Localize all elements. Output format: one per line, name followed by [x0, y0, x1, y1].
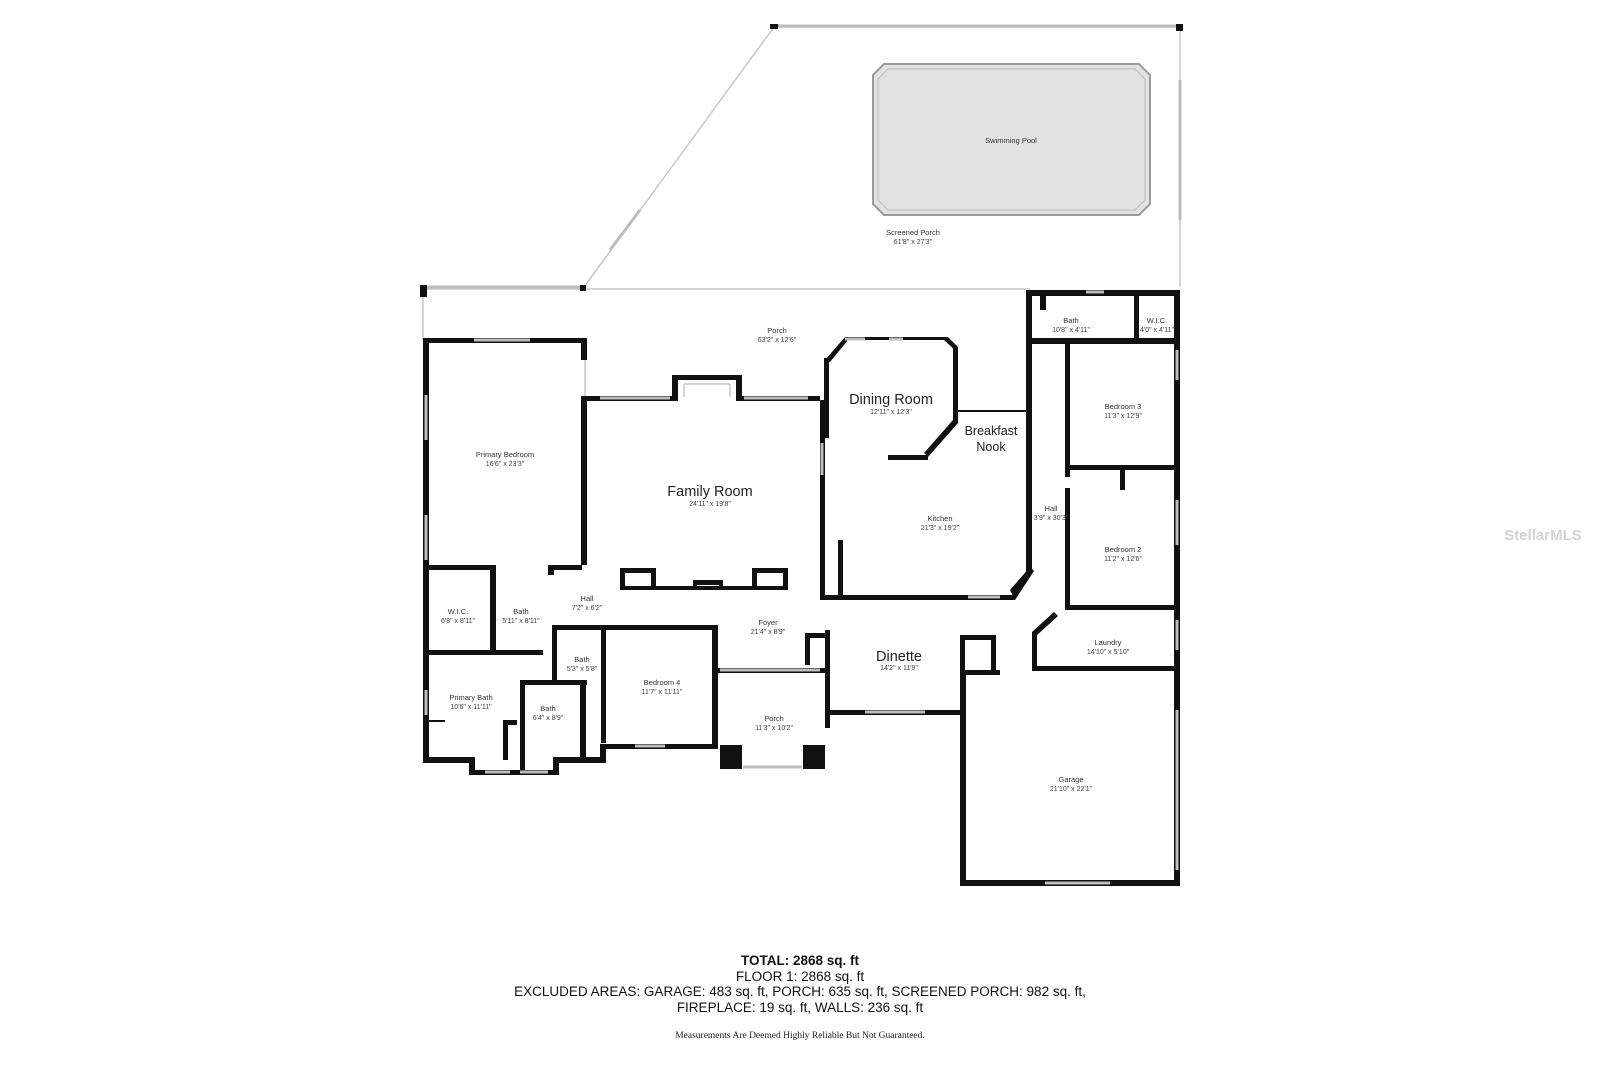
room-name: Bedroom 3 [1105, 402, 1142, 411]
windows [424, 290, 1179, 885]
room-name: Porch [764, 714, 784, 723]
room-dimensions: 14'2" x 11'9" [880, 665, 918, 672]
room-name: Porch [767, 326, 787, 335]
room-name: Hall [581, 594, 594, 603]
room-dimensions: 63'2" x 12'6" [758, 337, 797, 344]
room-name: Primary Bedroom [476, 450, 534, 459]
room-dimensions: 11'7" x 11'11" [642, 689, 683, 696]
room-dimensions: 6'8" x 8'11" [441, 618, 475, 625]
room-dimensions: 14'10" x 5'10" [1087, 649, 1130, 656]
room-dimensions: 5'3" x 5'8" [567, 666, 598, 673]
excluded-areas: EXCLUDED AREAS: GARAGE: 483 sq. ft, PORC… [514, 984, 1086, 999]
room-name: Family Room [667, 484, 752, 500]
rear-porch-outline [420, 285, 1030, 398]
screened-porch-enclosure [583, 24, 1183, 288]
room-dimensions: 21'3" x 19'2" [921, 525, 960, 532]
room-dimensions: 24'11" x 19'8" [689, 501, 731, 508]
room-dimensions: 11'3" x 10'2" [755, 725, 793, 732]
room-dimensions: 61'8" x 27'3" [894, 239, 933, 246]
room-name: Kitchen [927, 514, 952, 523]
floor-area: FLOOR 1: 2868 sq. ft [735, 968, 865, 984]
room-dimensions: 12'11" x 12'3" [870, 409, 912, 416]
room-name: Primary Bath [449, 693, 492, 702]
room-name: Foyer [758, 618, 778, 627]
total-area: TOTAL: 2868 sq. ft [740, 953, 860, 968]
room-name: Bath [574, 655, 589, 664]
room-name: Hall [1045, 504, 1058, 513]
room-dimensions: 7'2" x 6'2" [572, 605, 603, 612]
room-name: Dining Room [849, 392, 933, 408]
room-dimensions: 5'11" x 8'11" [502, 618, 540, 625]
room-name: Laundry [1094, 638, 1121, 647]
room-dimensions: 21'10" x 22'1" [1050, 786, 1093, 793]
room-name: Bath [1063, 316, 1078, 325]
room-dimensions: 10'6" x 11'11" [450, 704, 492, 711]
room-name: Bath [540, 704, 555, 713]
room-dimensions: 21'4" x 8'9" [751, 629, 786, 636]
walls [423, 290, 1180, 886]
room-name: Nook [976, 440, 1006, 454]
area-summary: TOTAL: 2868 sq. ft FLOOR 1: 2868 sq. ft … [0, 953, 1600, 1015]
room-dimensions: 11'3" x 12'9" [1104, 413, 1142, 420]
watermark: StellarMLS [1504, 527, 1582, 544]
room-dimensions: 3'9" x 30'3" [1034, 515, 1069, 522]
excluded-areas-cont: FIREPLACE: 19 sq. ft, WALLS: 236 sq. ft [676, 999, 924, 1015]
room-name: Bedroom 2 [1105, 545, 1142, 554]
room-dimensions: 16'6" x 23'3" [486, 461, 525, 468]
room-name: Bath [513, 607, 528, 616]
room-name: Bedroom 4 [644, 678, 681, 687]
room-name: Swimming Pool [985, 136, 1037, 145]
room-dimensions: 6'4" x 8'9" [533, 715, 564, 722]
room-name: Garage [1058, 775, 1083, 784]
room-name: Dinette [876, 649, 922, 665]
room-name: W.I.C. [448, 607, 468, 616]
room-dimensions: 4'0" x 4'11" [1140, 327, 1174, 334]
room-name: W.I.C. [1147, 316, 1167, 325]
room-dimensions: 10'8" x 4'11" [1052, 327, 1090, 334]
room-labels: Swimming Pool Screened Porch 61'8" x 27'… [441, 136, 1174, 793]
room-name: Breakfast [965, 424, 1018, 438]
swimming-pool [872, 63, 1151, 216]
room-dimensions: 11'2" x 12'6" [1104, 556, 1142, 563]
disclaimer: Measurements Are Deemed Highly Reliable … [675, 1031, 925, 1041]
room-name: Screened Porch [886, 228, 940, 237]
